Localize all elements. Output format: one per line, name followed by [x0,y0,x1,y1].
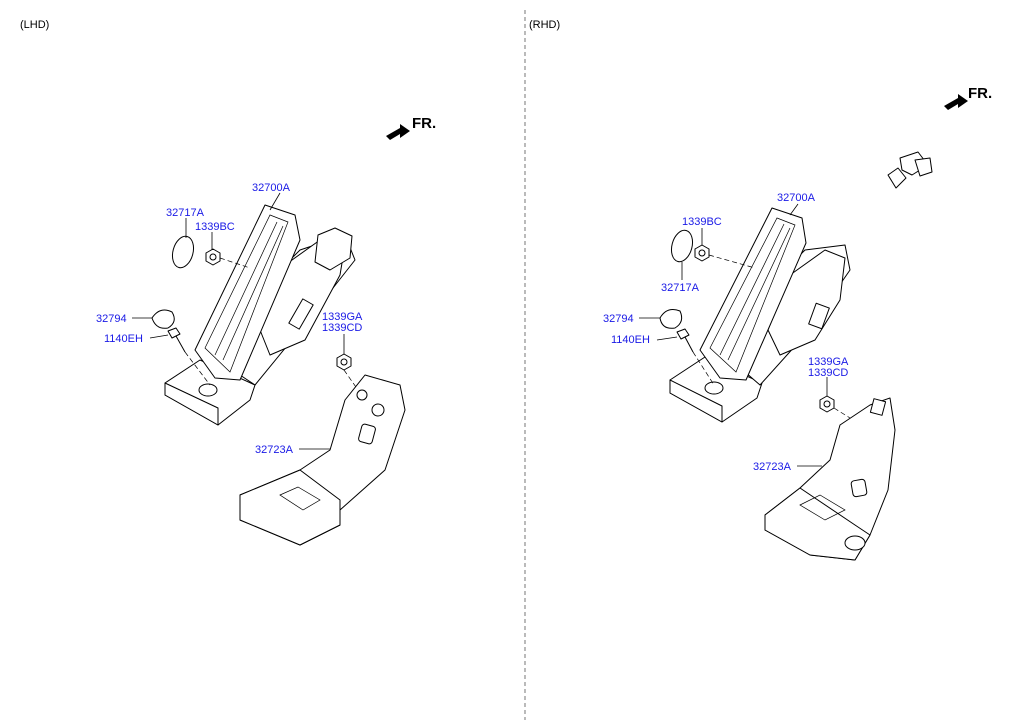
rhd-nut-part [694,244,710,262]
rhd-title: (RHD) [529,19,560,31]
rhd-bracket-part [764,397,896,561]
lhd-bracket-part [239,374,406,546]
lhd-title: (LHD) [20,19,49,31]
rhd-pedal-assembly [669,207,851,423]
lhd-label-32723a[interactable]: 32723A [255,444,294,456]
rhd-front-arrow-icon [944,94,968,110]
lhd-front-label: FR. [412,115,436,132]
rhd-label-32794[interactable]: 32794 [603,313,634,325]
rhd-panel: (RHD) FR. [529,19,992,561]
lhd-stopper-part [151,309,175,329]
rhd-harness [844,151,933,263]
rhd-cover-part [670,229,694,263]
lhd-bolt-part [167,327,186,353]
lhd-front-arrow-icon [386,124,410,140]
lhd-panel: (LHD) FR. [20,19,436,546]
rhd-label-1339bc[interactable]: 1339BC [682,216,722,228]
rhd-bolt-part [676,328,694,353]
lhd-label-32700a[interactable]: 32700A [252,182,291,194]
lhd-label-32794[interactable]: 32794 [96,313,127,325]
lhd-label-1339ga[interactable]: 1339GA [322,311,363,323]
lhd-pedal-assembly [164,204,356,426]
rhd-label-32717a[interactable]: 32717A [661,282,700,294]
lhd-label-1339cd[interactable]: 1339CD [322,322,362,334]
rhd-stopper-part [659,309,683,329]
rhd-label-1339cd[interactable]: 1339CD [808,367,848,379]
rhd-front-label: FR. [968,85,992,102]
rhd-label-1339ga[interactable]: 1339GA [808,356,849,368]
rhd-label-32700a[interactable]: 32700A [777,192,816,204]
rhd-label-1140eh[interactable]: 1140EH [611,334,650,346]
lhd-nut-part [205,248,221,266]
lhd-label-32717a[interactable]: 32717A [166,207,205,219]
lhd-label-1140eh[interactable]: 1140EH [104,333,143,345]
rhd-nut2-part [819,395,835,413]
lhd-nut2-part [336,353,352,371]
lhd-cover-part [171,235,195,269]
rhd-label-32723a[interactable]: 32723A [753,461,792,473]
lhd-label-1339bc[interactable]: 1339BC [195,221,235,233]
